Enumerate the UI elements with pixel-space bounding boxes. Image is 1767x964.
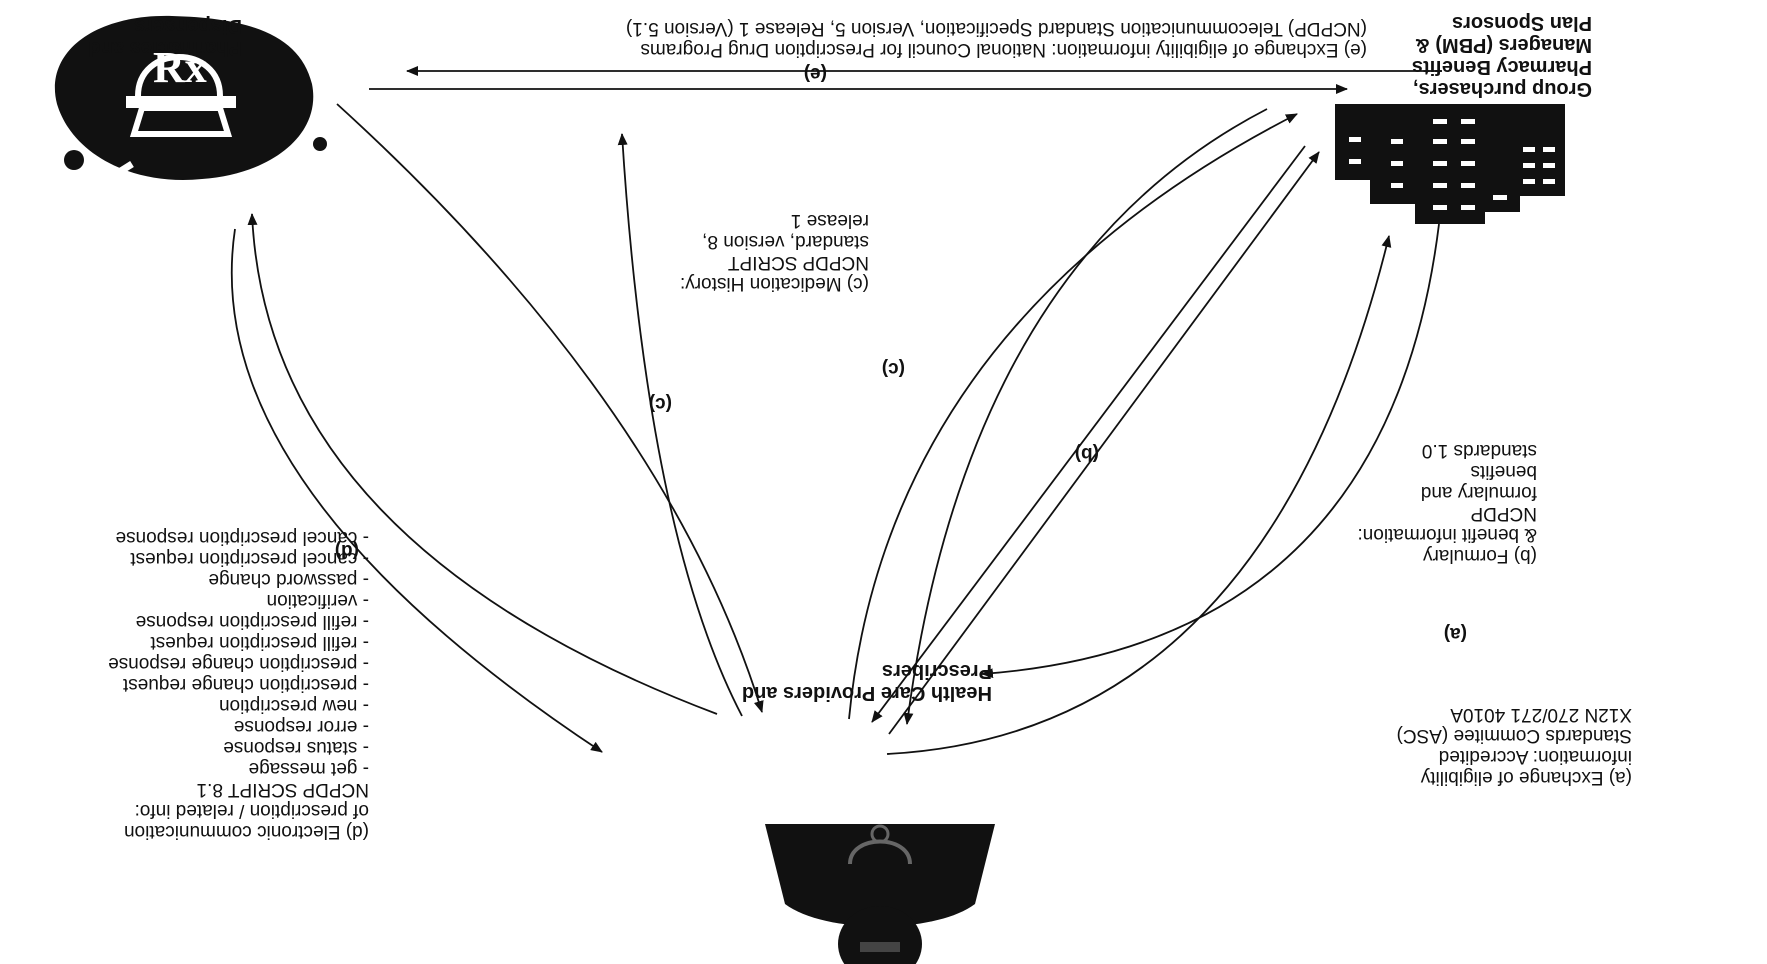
flow-b-text: (b) Formulary & benefit information: NCP…	[1357, 440, 1537, 566]
flow-d-tag: (d)	[334, 540, 359, 561]
mortar-pestle-rx-icon: Rx	[54, 15, 327, 194]
arrow-c-purchasers-1	[903, 108, 1268, 725]
rx-glyph: Rx	[153, 43, 207, 92]
arrow-c-inner-2	[336, 103, 764, 713]
arrow-c-inner-1	[617, 133, 743, 717]
flow-e-text: (e) Exchange of eligibility information:…	[625, 18, 1367, 60]
arrow-a-to-purchasers	[886, 235, 1392, 755]
flow-a-tag: (a)	[1443, 623, 1467, 644]
flow-a-text: (a) Exchange of eligibility information:…	[1396, 704, 1632, 788]
providers-label: Health Care Providers and Prescribers	[741, 660, 992, 704]
flow-c-tag-left: (c)	[648, 393, 672, 414]
arrow-a-to-providers	[981, 223, 1440, 679]
flow-c-text: (c) Medication History: NCPDP SCRIPT sta…	[680, 210, 869, 294]
group-purchasers-label: Group purchasers, Pharmacy Benefits Mana…	[1411, 12, 1592, 100]
arrow-b-to-purchasers	[888, 151, 1320, 735]
doctor-icon	[765, 824, 995, 964]
arrow-b-to-providers	[871, 145, 1306, 723]
pharmacies-label: Pharmacies and Dispensers	[88, 15, 242, 59]
arrow-d-to-providers	[230, 228, 603, 753]
flow-d-text: (d) Electronic communication of prescrip…	[108, 527, 369, 842]
arrow-d-to-pharmacies	[247, 213, 718, 715]
building-icon	[1335, 104, 1565, 224]
flow-e-tag: (e)	[803, 63, 827, 84]
flow-c-tag-right: (c)	[881, 358, 905, 379]
flow-b-tag: (b)	[1074, 443, 1099, 464]
arrow-c-purchasers-2	[848, 113, 1298, 720]
